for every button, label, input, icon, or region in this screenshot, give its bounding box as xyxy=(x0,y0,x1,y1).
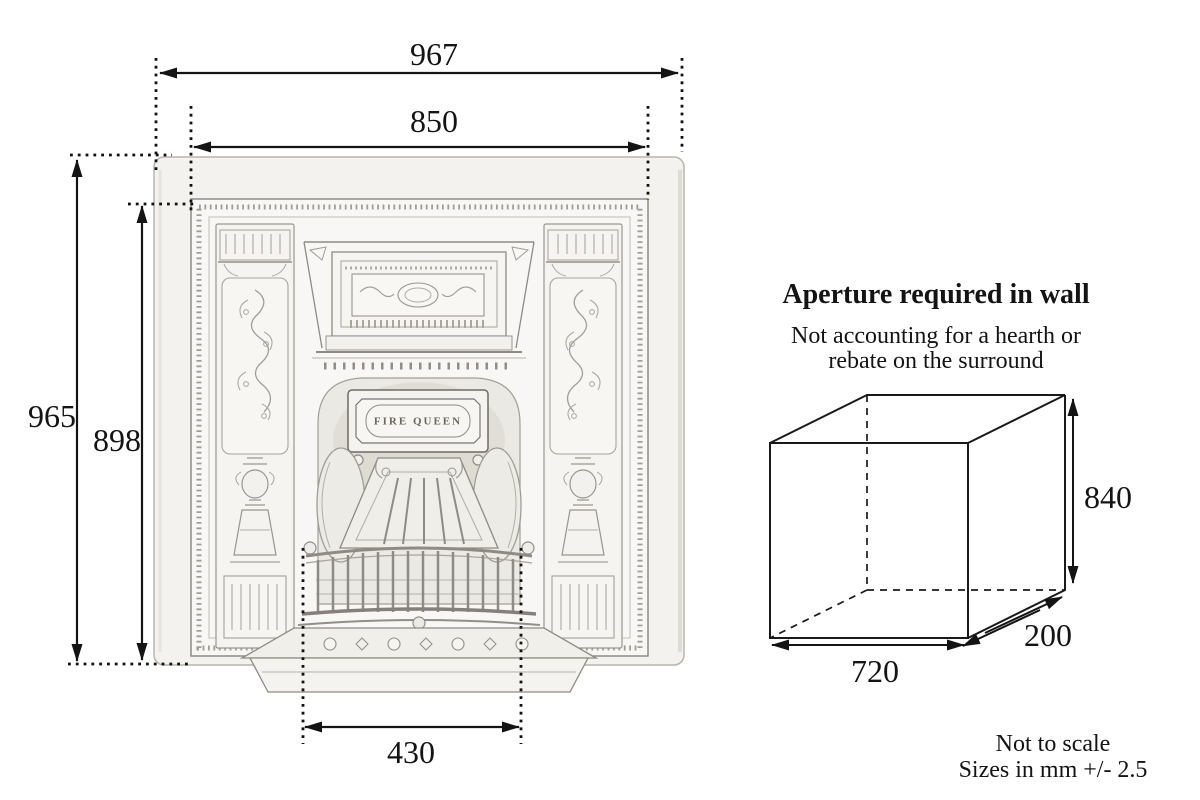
fireplace-plaque xyxy=(347,389,489,466)
fireplace-right-panel xyxy=(543,223,623,649)
box-top-face xyxy=(769,394,1066,444)
aperture-note-line1: Not accounting for a hearth or xyxy=(791,323,1081,349)
extension-lines xyxy=(68,58,684,744)
footnote-units: Sizes in mm +/- 2.5 xyxy=(958,757,1148,783)
fireplace-left-panel xyxy=(215,223,295,649)
dim-label-aperture-width: 720 xyxy=(851,653,899,689)
fireplace-base xyxy=(239,616,599,693)
aperture-title: Aperture required in wall xyxy=(782,279,1090,310)
fireplace-canopy xyxy=(316,447,522,563)
dim-label-overall-width: 967 xyxy=(410,36,458,72)
aperture-box xyxy=(769,394,1079,651)
fireplace-dimensions xyxy=(68,58,684,744)
dim-arrow-aperture-depth-a xyxy=(984,596,1063,634)
fireplace-plaque-text: FIRE QUEEN xyxy=(373,415,463,428)
box-hidden-edges xyxy=(769,395,1065,639)
fireplace-grate xyxy=(297,541,541,626)
dim-arrow-aperture-depth-b xyxy=(962,609,1041,647)
aperture-note-line2: rebate on the surround xyxy=(828,348,1044,374)
dim-label-inner-width: 850 xyxy=(410,103,458,139)
dim-label-grate-width: 430 xyxy=(387,734,435,770)
fireplace-hood xyxy=(303,241,535,370)
dim-label-aperture-depth: 200 xyxy=(1024,617,1072,653)
fireplace-sketch xyxy=(153,156,685,693)
dim-label-overall-height: 965 xyxy=(28,398,76,434)
footnote-scale: Not to scale xyxy=(995,731,1111,757)
dim-label-aperture-height: 840 xyxy=(1084,479,1132,515)
dim-label-inner-height: 898 xyxy=(93,422,141,458)
box-front-face xyxy=(769,442,969,639)
